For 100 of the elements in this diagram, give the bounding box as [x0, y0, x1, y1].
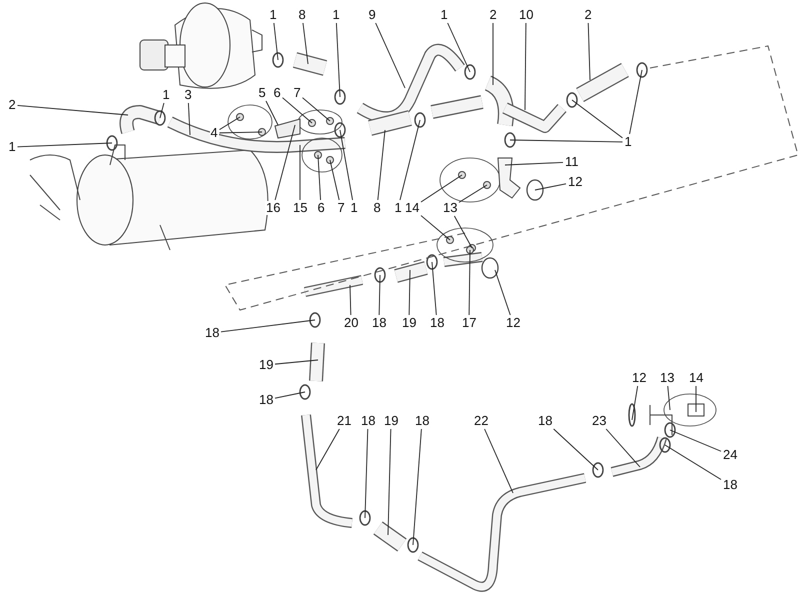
- leader-line: [632, 386, 638, 420]
- callout-number: 4: [210, 126, 219, 140]
- leader-line: [336, 22, 340, 98]
- leader-line: [400, 120, 420, 200]
- callout-number: 18: [414, 414, 430, 428]
- leader-line: [420, 174, 462, 202]
- callout-number: 3: [184, 88, 193, 102]
- leader-line: [219, 132, 262, 134]
- leader-line: [408, 270, 410, 316]
- callout-number: 18: [537, 414, 554, 428]
- callout-number: 1: [268, 8, 278, 22]
- leader-line: [629, 70, 642, 134]
- callout-number: 19: [401, 316, 418, 330]
- callout-number: 1: [624, 135, 633, 149]
- callout-number: 1: [162, 88, 171, 102]
- callout-number: 16: [265, 201, 282, 215]
- callout-number: 5: [258, 86, 267, 100]
- leader-line: [274, 392, 306, 399]
- callout-number: 18: [204, 326, 220, 340]
- leader-line: [282, 97, 312, 124]
- leader-line: [420, 215, 450, 240]
- leader-line: [388, 428, 392, 536]
- leader-line: [454, 216, 472, 248]
- callout-number: 15: [292, 201, 308, 215]
- callout-number: 19: [258, 358, 274, 372]
- leader-line: [524, 22, 526, 110]
- callout-number: 13: [442, 201, 458, 215]
- leader-line: [219, 116, 240, 130]
- leader-line: [664, 444, 722, 480]
- leader-line: [572, 100, 623, 138]
- leader-line: [302, 97, 330, 122]
- leader-line: [510, 140, 623, 142]
- callout-number: 6: [316, 201, 326, 215]
- leader-line: [330, 160, 340, 200]
- leader-line: [17, 142, 112, 148]
- leader-line: [340, 130, 354, 200]
- leader-line: [316, 428, 340, 470]
- leader-line: [302, 22, 308, 64]
- leader-line: [160, 102, 164, 118]
- callout-number: 22: [473, 414, 490, 428]
- callout-number: 18: [722, 478, 738, 492]
- callout-number: 1: [8, 140, 17, 154]
- callout-number: 19: [383, 414, 400, 428]
- leader-line: [188, 102, 190, 136]
- callout-number: 9: [368, 8, 377, 22]
- leader-line: [606, 428, 640, 468]
- callout-number: 6: [272, 86, 282, 100]
- callout-number: 24: [722, 448, 738, 462]
- callout-number: 2: [8, 98, 17, 112]
- leader-line: [17, 105, 128, 116]
- leader-line: [458, 184, 488, 203]
- leader-line: [266, 100, 278, 126]
- leader-line: [504, 162, 564, 166]
- callout-number: 8: [372, 201, 382, 215]
- leader-line: [447, 22, 470, 72]
- callout-number: 8: [298, 8, 307, 22]
- callout-number: 7: [336, 201, 346, 215]
- leader-line: [318, 154, 321, 200]
- leader-line: [412, 428, 422, 546]
- callout-number: 11: [564, 155, 580, 169]
- callout-number: 12: [505, 316, 522, 330]
- callout-number: 12: [567, 175, 584, 189]
- leader-line: [667, 386, 670, 410]
- callout-number: 2: [584, 8, 593, 22]
- leader-line: [377, 130, 386, 200]
- leader-line: [553, 428, 598, 470]
- callout-number: 12: [631, 371, 648, 385]
- callout-number: 1: [332, 8, 341, 22]
- leader-line: [484, 428, 514, 494]
- leader-line: [273, 22, 278, 60]
- callout-number: 21: [336, 414, 352, 428]
- callout-number: 18: [429, 316, 446, 330]
- leader-line: [274, 360, 318, 365]
- leader-line: [364, 428, 368, 518]
- callout-number: 7: [292, 86, 302, 100]
- callout-number: 13: [659, 371, 676, 385]
- callout-number: 18: [360, 414, 376, 428]
- leader-line: [588, 22, 590, 80]
- callout-number: 14: [404, 201, 420, 215]
- callout-number: 1: [440, 8, 449, 22]
- leader-line: [220, 320, 316, 332]
- callout-number: 20: [343, 316, 360, 330]
- leader-line: [670, 430, 722, 452]
- leader-line: [274, 124, 296, 200]
- callout-number: 17: [461, 316, 478, 330]
- leader-line: [534, 183, 566, 190]
- callout-number: 18: [258, 393, 274, 407]
- leader-line: [492, 22, 494, 86]
- leader-line: [350, 284, 352, 316]
- callout-number: 1: [350, 201, 359, 215]
- callout-number: 10: [518, 8, 534, 22]
- leader-line: [378, 274, 380, 316]
- leader-line: [468, 250, 470, 316]
- callout-number: 1: [394, 201, 403, 215]
- callout-number: 14: [688, 371, 704, 385]
- callout-number: 18: [371, 316, 388, 330]
- leader-line: [432, 262, 437, 316]
- callout-number: 2: [488, 8, 498, 22]
- leader-line: [375, 22, 406, 88]
- leader-line: [494, 270, 511, 316]
